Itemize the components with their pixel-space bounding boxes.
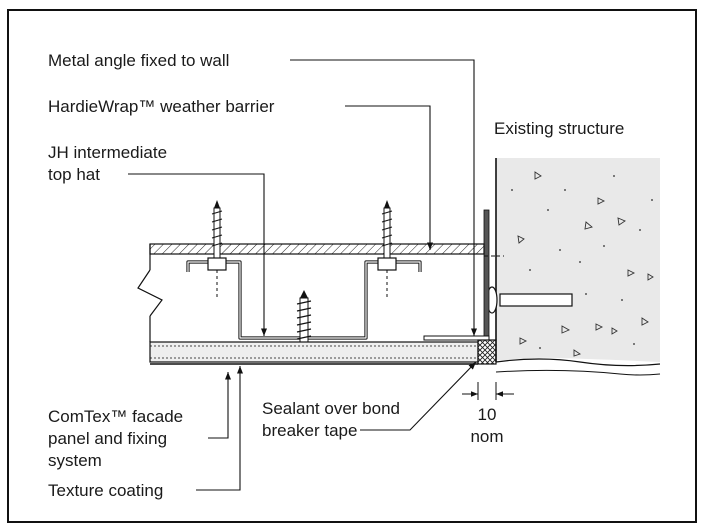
label-metal-angle: Metal angle fixed to wall — [48, 51, 229, 70]
joint-dimension — [462, 382, 514, 400]
top-hat-screw-right — [377, 200, 397, 298]
label-facade-line3: system — [48, 451, 102, 470]
label-dimension-unit: nom — [470, 427, 503, 446]
cavity-outline — [137, 244, 163, 342]
label-sealant-line2: breaker tape — [262, 421, 357, 440]
label-dimension-value: 10 — [478, 405, 497, 424]
label-facade-line2: panel and fixing — [48, 429, 167, 448]
label-top-hat-line1: JH intermediate — [48, 143, 167, 162]
label-facade-line1: ComTex™ facade — [48, 407, 183, 426]
metal-angle — [423, 209, 490, 341]
top-hat-screw-left — [207, 200, 227, 298]
drawing-frame — [7, 9, 697, 523]
weather-barrier — [149, 243, 504, 257]
wall-anchor — [499, 293, 573, 307]
label-top-hat-line2: top hat — [48, 165, 100, 184]
label-texture-coating: Texture coating — [48, 481, 163, 500]
facade-panel — [149, 341, 479, 365]
concrete-aggregate — [517, 171, 654, 357]
label-sealant-line1: Sealant over bond — [262, 399, 400, 418]
leader-lines — [128, 59, 478, 491]
sealant-joint — [477, 339, 497, 365]
existing-structure — [486, 158, 661, 376]
label-existing-structure: Existing structure — [494, 119, 624, 138]
label-weather-barrier: HardieWrap™ weather barrier — [48, 97, 275, 116]
